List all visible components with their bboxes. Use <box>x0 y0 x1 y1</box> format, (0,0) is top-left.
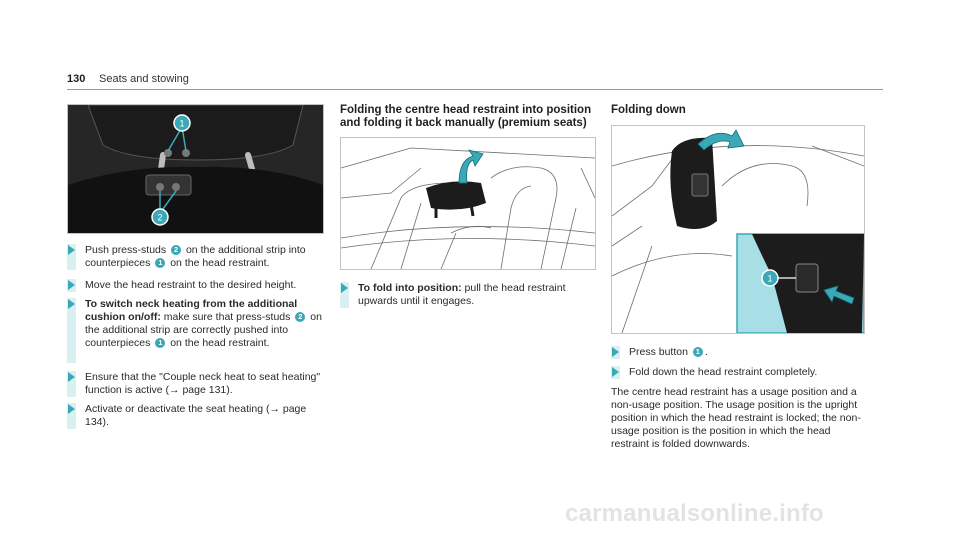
figure-seat-back: 1 2 <box>67 104 324 234</box>
fold-down-illustration: 1 <box>612 129 864 333</box>
step-arrow-icon <box>68 245 75 255</box>
step-arrow-icon <box>341 283 348 293</box>
step-bar <box>67 244 76 270</box>
step-press-button: Press button 1. <box>611 346 863 359</box>
step-arrow-icon <box>68 280 75 290</box>
step-move-head-restraint: Move the head restraint to the desired h… <box>67 279 322 292</box>
step-fold-down: Fold down the head restraint completely. <box>611 366 863 379</box>
watermark: carmanualsonline.info <box>565 500 824 527</box>
heading-folding-centre: Folding the centre head restraint into p… <box>340 104 592 129</box>
step-arrow-icon <box>68 372 75 382</box>
step-arrow-icon <box>68 299 75 309</box>
callout-1: 1 <box>179 119 184 129</box>
step-fold-into-position: To fold into position: pull the head res… <box>340 282 594 308</box>
rear-bench-illustration <box>341 147 595 269</box>
step-bar <box>67 403 76 429</box>
figure-rear-bench <box>340 137 596 270</box>
callout-badge: 2 <box>171 245 182 255</box>
callout-badge: 1 <box>155 338 166 348</box>
heading-folding-down: Folding down <box>611 104 686 116</box>
figure-fold-down: 1 <box>611 125 865 334</box>
step-arrow-icon <box>612 347 619 357</box>
callout-badge: 1 <box>155 258 166 268</box>
seat-back-illustration: 1 2 <box>68 105 323 233</box>
usage-position-paragraph: The centre head restraint has a usage po… <box>611 386 861 450</box>
step-couple-neck-heat: Ensure that the "Couple neck heat to sea… <box>67 371 322 397</box>
step-bar <box>340 282 349 308</box>
page-header: 130 Seats and stowing <box>67 73 883 90</box>
page-number: 130 <box>67 73 86 85</box>
step-seat-heating: Activate or deactivate the seat heating … <box>67 403 322 429</box>
step-arrow-icon <box>612 367 619 377</box>
step-bar <box>67 371 76 397</box>
step-arrow-icon <box>68 404 75 414</box>
step-push-press-studs: Push press-studs 2 on the additional str… <box>67 244 322 270</box>
callout-1: 1 <box>767 274 772 284</box>
callout-badge: 1 <box>692 347 703 357</box>
step-neck-heating: To switch neck heating from the addition… <box>67 298 322 363</box>
section-title: Seats and stowing <box>99 73 189 85</box>
callout-badge: 2 <box>295 312 306 322</box>
callout-2: 2 <box>157 213 162 223</box>
step-bar <box>67 298 76 363</box>
